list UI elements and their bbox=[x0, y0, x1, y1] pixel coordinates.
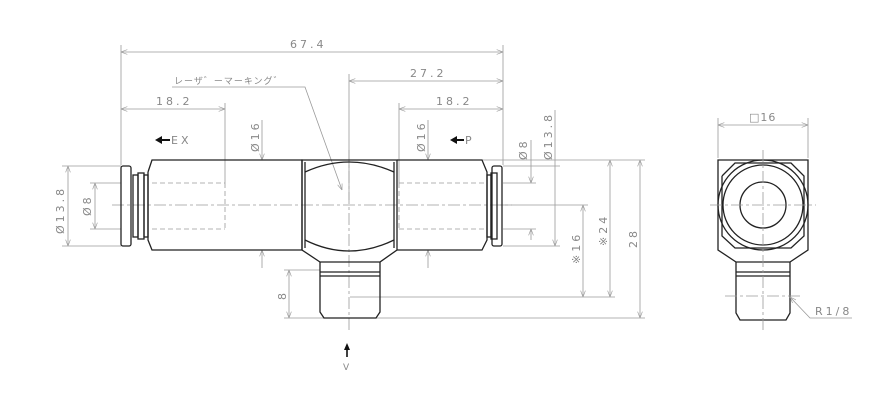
right-release-ring bbox=[491, 165, 503, 247]
dim-left-body-dia: Ø16 bbox=[249, 120, 262, 152]
dimension-lines bbox=[68, 52, 640, 318]
port-v-label: V bbox=[343, 363, 352, 373]
fitting-front-view bbox=[120, 159, 503, 319]
arrow-left-icon bbox=[450, 136, 464, 144]
arrow-up-icon bbox=[344, 343, 350, 357]
dim-center-height-24: ※24 bbox=[597, 214, 610, 246]
extension-lines bbox=[62, 45, 645, 319]
dim-right-tube-dia: Ø8 bbox=[517, 138, 530, 160]
dim-hex-size: □16 bbox=[749, 111, 776, 124]
marking-note: レーザ゛ーマーキング゛ bbox=[174, 75, 284, 87]
dim-overall-length: 67.4 bbox=[290, 38, 327, 51]
center-hex bbox=[301, 159, 398, 263]
dim-overall-height: 28 bbox=[627, 228, 640, 248]
fitting-side-view bbox=[710, 118, 852, 330]
arrow-left-icon bbox=[155, 136, 170, 144]
thread-spec: R1/8 bbox=[815, 305, 852, 318]
dim-right-flange-dia: Ø13.8 bbox=[542, 112, 555, 160]
dim-right-body-dia: Ø16 bbox=[415, 120, 428, 152]
hidden-lines bbox=[112, 150, 512, 330]
dim-right-port-depth: 18.2 bbox=[436, 95, 473, 108]
dim-left-tube-dia: Ø8 bbox=[81, 194, 94, 216]
left-release-ring bbox=[120, 165, 132, 247]
dim-center-to-end: 27.2 bbox=[410, 67, 447, 80]
dim-left-port-depth: 18.2 bbox=[156, 95, 193, 108]
port-p-label: P bbox=[465, 134, 475, 147]
port-ex-label: EX bbox=[171, 134, 192, 147]
dim-thread-length: 8 bbox=[276, 290, 289, 300]
thread-stud bbox=[319, 262, 381, 319]
dim-center-height-16: ※16 bbox=[570, 232, 583, 264]
dim-left-flange-dia: Ø13.8 bbox=[54, 186, 67, 234]
